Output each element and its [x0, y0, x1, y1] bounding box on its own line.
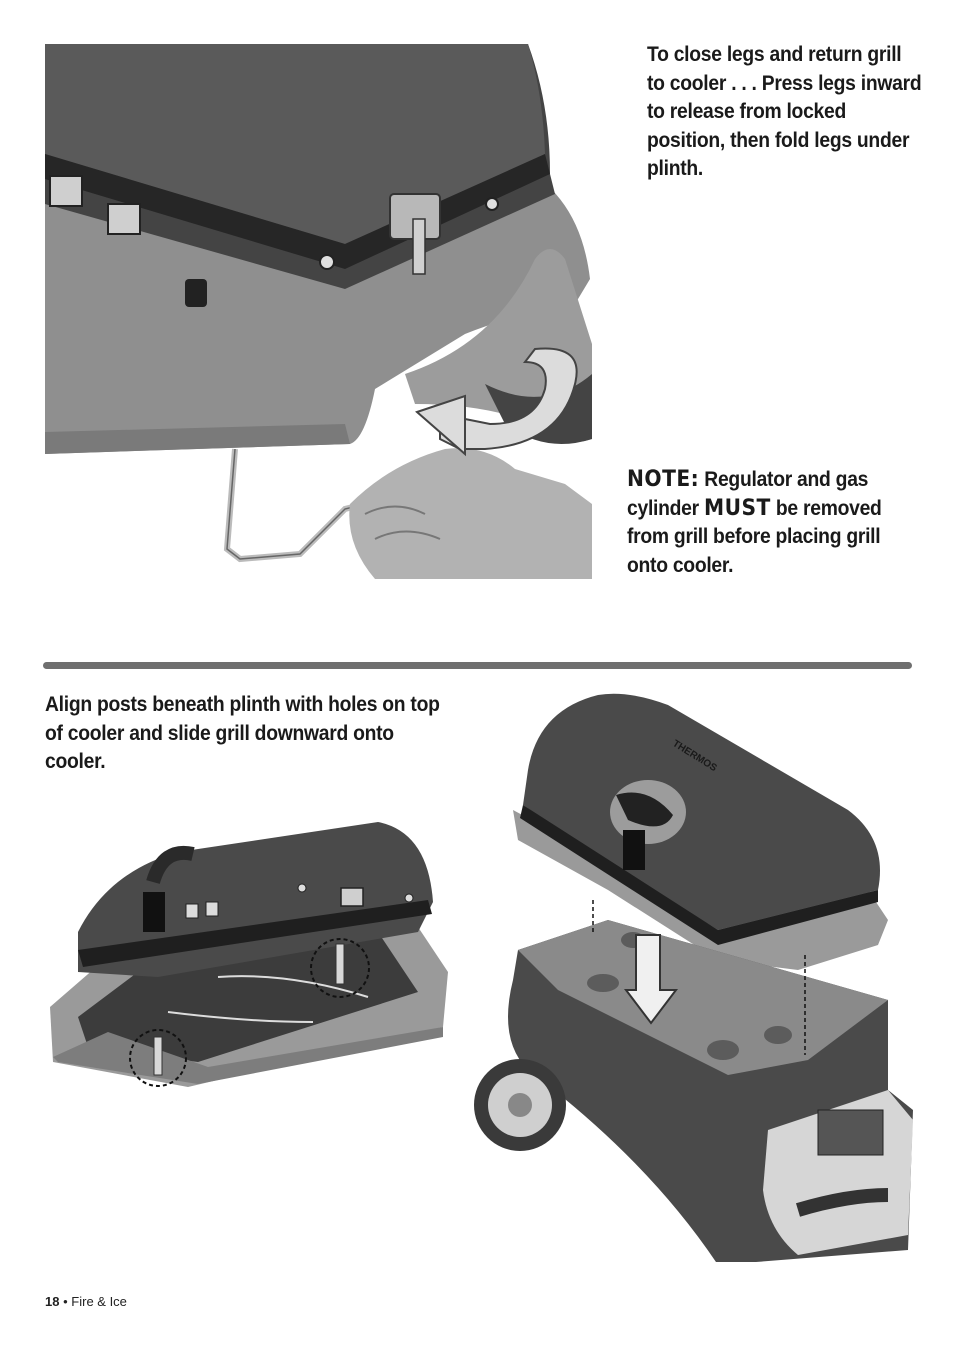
note-text-after: be removed from grill before placing gri… — [627, 496, 882, 577]
note-callout: NOTE: Regulator and gas cylinder MUST be… — [627, 466, 912, 580]
page-number: 18 — [45, 1294, 60, 1309]
grill-onto-cooler-illustration: THERMOS — [468, 690, 914, 1262]
footer-separator: • — [63, 1294, 68, 1309]
note-label: NOTE: — [627, 467, 700, 492]
fold-legs-illustration — [45, 44, 592, 579]
close-legs-instruction: To close legs and return grill to cooler… — [647, 43, 922, 180]
plinth-underside-illustration — [48, 822, 454, 1090]
align-posts-instruction: Align posts beneath plinth with holes on… — [45, 693, 440, 773]
footer-title: Fire & Ice — [71, 1294, 127, 1309]
note-text-before: Regulator and gas cylinder — [627, 468, 869, 520]
section-divider — [43, 662, 912, 669]
note-emphasis: MUST — [703, 495, 771, 521]
page-footer: 18 • Fire & Ice — [45, 1294, 127, 1309]
